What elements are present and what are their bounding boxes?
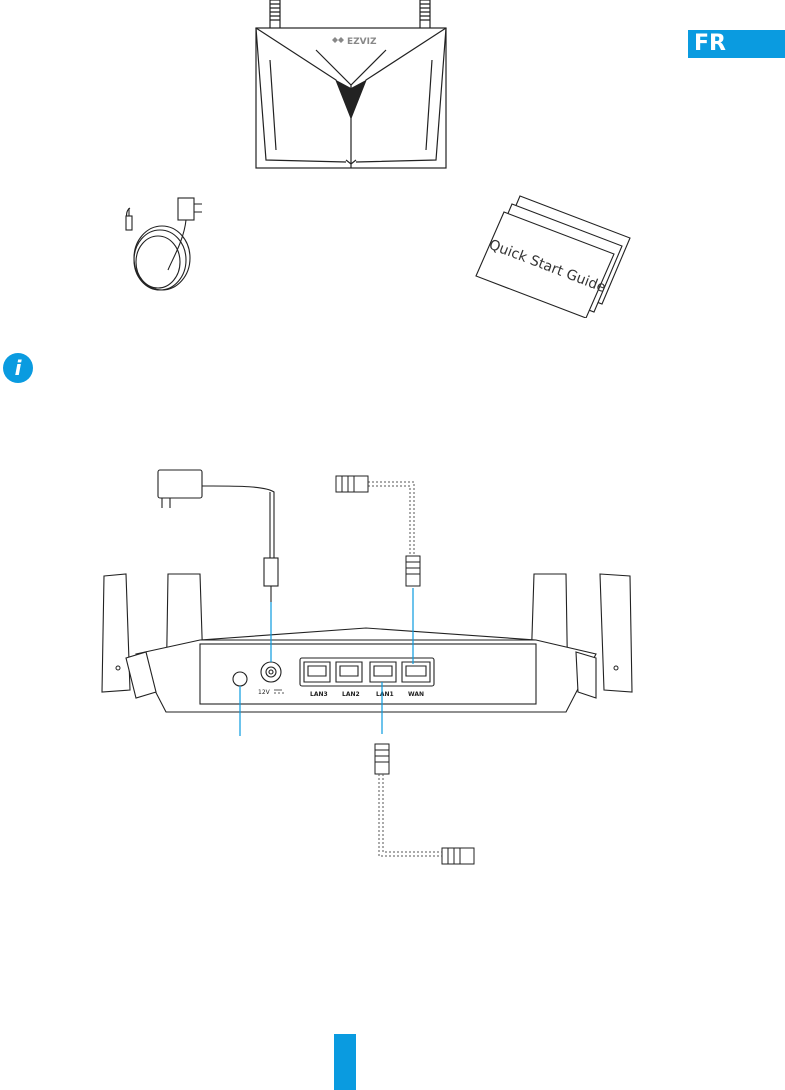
language-badge: FR (688, 30, 785, 58)
page-tab-marker (334, 1034, 356, 1090)
wan-label: WAN (408, 691, 424, 698)
brand-logo: EZVIZ (347, 37, 377, 47)
lan1-label: LAN1 (376, 691, 394, 698)
lan3-label: LAN3 (310, 691, 328, 698)
router-front-icon: EZVIZ (236, 0, 466, 172)
power-adapter-icon (112, 190, 222, 300)
svg-text:i: i (15, 356, 23, 380)
power-port-label: 12V (258, 689, 271, 696)
ethernet-cable-icon (368, 482, 414, 556)
router-back-icon: 12V LAN3 LAN2 LAN1 WAN (96, 462, 636, 872)
info-icon: i (2, 352, 34, 384)
lan2-label: LAN2 (342, 691, 360, 698)
quick-start-guide-icon: Quick Start Guide (474, 192, 634, 318)
